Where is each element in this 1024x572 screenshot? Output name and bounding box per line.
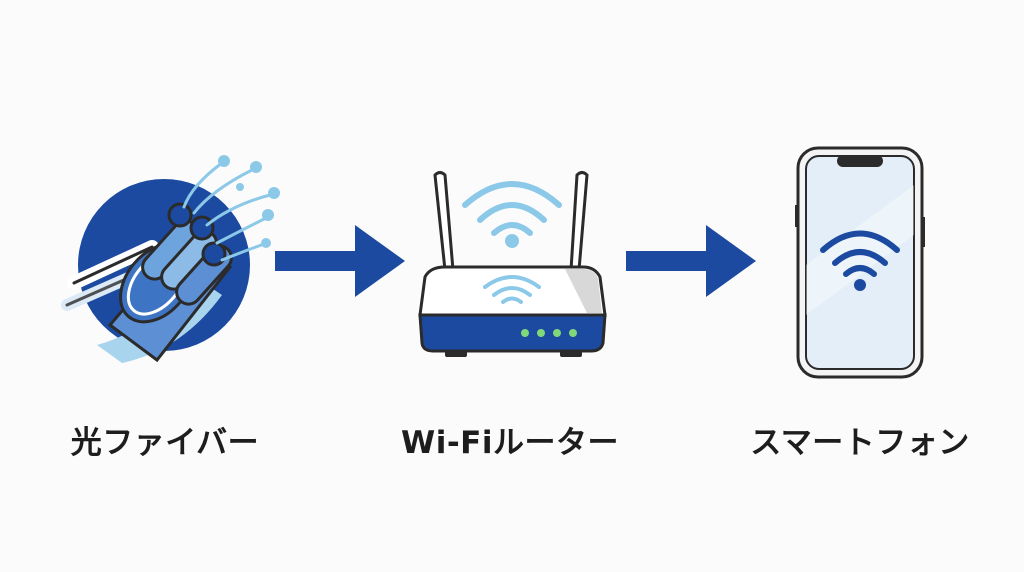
arrow-right-icon: [626, 225, 758, 297]
router-label: Wi-Fiルーター: [401, 425, 619, 461]
fiber-label: 光ファイバー: [70, 425, 260, 461]
smartphone-label: スマートフォン: [750, 425, 970, 461]
arrow-right-icon: [275, 225, 407, 297]
smartphone-wifi-icon: [795, 145, 925, 380]
wifi-router-icon: [405, 165, 615, 360]
fiber-optic-cable-icon: [61, 155, 282, 365]
